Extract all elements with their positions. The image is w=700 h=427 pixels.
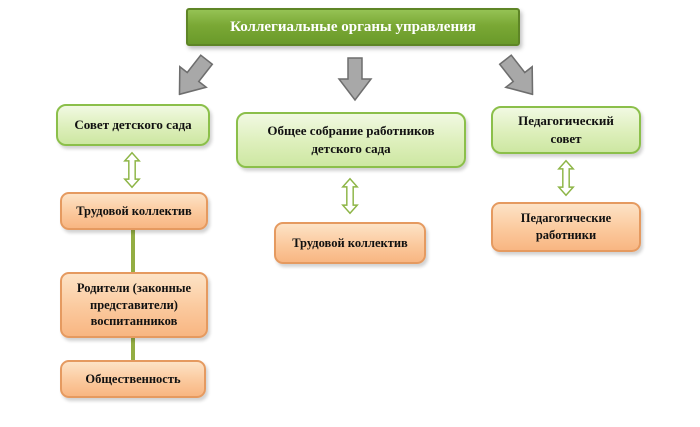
- down-left-arrow-icon: [162, 46, 223, 108]
- column-1-child-box-1: Трудовой коллектив: [60, 192, 208, 230]
- diagram-title: Коллегиальные органы управления: [186, 8, 520, 46]
- column-2-head-box: Общее собрание работников детского сада: [236, 112, 466, 168]
- column-1-child-box-2: Родители (законные представители) воспит…: [60, 272, 208, 338]
- down-right-arrow-icon: [488, 46, 549, 108]
- column-3-head-box: Педагогический совет: [491, 106, 641, 154]
- double-arrow-icon: [122, 150, 142, 190]
- down-arrow-icon: [337, 56, 373, 102]
- column-1-child-box-3: Общественность: [60, 360, 206, 398]
- column-3-child-box-1: Педагогические работники: [491, 202, 641, 252]
- column-2-child-box-1: Трудовой коллектив: [274, 222, 426, 264]
- double-arrow-icon: [556, 158, 576, 198]
- double-arrow-icon: [340, 176, 360, 216]
- column-1-head-box: Совет детского сада: [56, 104, 210, 146]
